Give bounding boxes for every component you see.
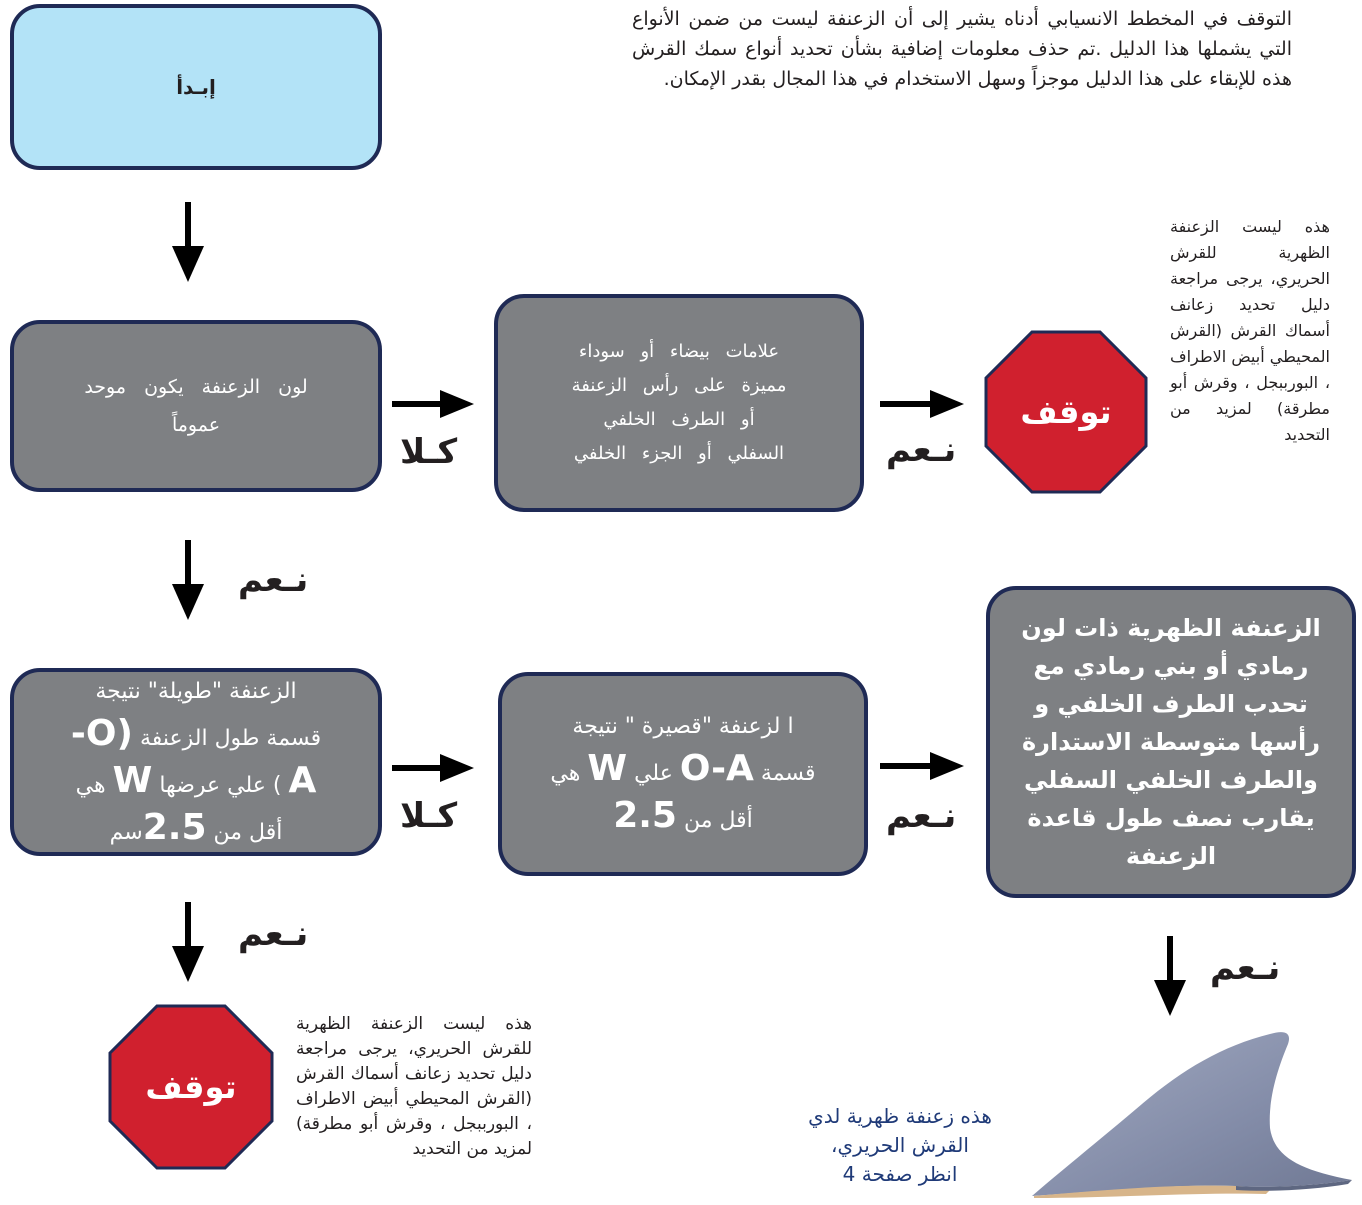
label-yes-1: نـعم <box>886 430 957 470</box>
label-yes-5: نـعم <box>1210 948 1281 988</box>
q4-line2: قسمة O-A علي W هي <box>550 748 816 789</box>
stop-sign-bottom: توقف <box>108 1004 274 1170</box>
fin-caption-line3: انظر صفحة 4 <box>842 1162 958 1186</box>
question-uniform-color-text: لون الزعنفة يكون موحد عموماً <box>84 376 308 436</box>
question-silky-description-text: الزعنفة الظهرية ذات لون رمادي أو بني رما… <box>1021 614 1321 870</box>
arrow-q5-to-fin <box>1154 936 1186 1016</box>
question-uniform-color: لون الزعنفة يكون موحد عموماً <box>10 320 382 492</box>
label-no-1: كـلا <box>400 432 458 472</box>
stop-note-top: هذه ليست الزعنفة الظهرية للقرش الحريري، … <box>1170 217 1330 444</box>
silky-shark-fin-image <box>1032 1032 1352 1198</box>
start-label: إبـدأ <box>176 75 216 99</box>
arrow-start-to-q1 <box>172 202 204 282</box>
fin-caption: هذه زعنفة ظهرية لدي القرش الحريري، انظر … <box>780 1102 1020 1189</box>
question-short-fin: ا لزعنفة "قصيرة " نتيجة قسمة O-A علي W ه… <box>498 672 868 876</box>
question-long-fin: الزعنفة "طويلة" نتيجة قسمة طول الزعنفة (… <box>10 668 382 856</box>
label-yes-4: نـعم <box>238 914 309 954</box>
label-no-2: كـلا <box>400 796 458 836</box>
q4-line1: ا لزعنفة "قصيرة " نتيجة <box>572 714 794 739</box>
fin-caption-line2: القرش الحريري، <box>831 1133 969 1157</box>
q3-line4: أقل من 2.5سم <box>109 806 283 848</box>
arrow-q3-to-stop <box>172 902 204 982</box>
stop-sign-top-label: توقف <box>1020 393 1112 431</box>
stop-sign-top: توقف <box>984 330 1148 494</box>
q4-line3: أقل من 2.5 <box>613 795 753 836</box>
question-silky-description: الزعنفة الظهرية ذات لون رمادي أو بني رما… <box>986 586 1356 898</box>
start-box: إبـدأ <box>10 4 382 170</box>
arrow-q3-to-q4 <box>392 754 474 782</box>
q3-line1: الزعنفة "طويلة" نتيجة <box>95 678 297 704</box>
intro-note: التوقف في المخطط الانسيابي أدناه يشير إل… <box>632 8 1292 90</box>
q3-line3: A ) علي عرضها W هي <box>75 759 317 801</box>
arrow-q2-to-stop <box>880 390 964 418</box>
stop-sign-bottom-label: توقف <box>145 1068 237 1106</box>
question-markings-text: علامات بيضاء أو سوداء مميزة على رأس الزع… <box>571 341 787 464</box>
arrow-q1-to-q3 <box>172 540 204 620</box>
arrow-q4-to-q5 <box>880 752 964 780</box>
label-yes-3: نـعم <box>886 796 957 836</box>
arrow-q1-to-q2 <box>392 390 474 418</box>
stop-octagon-icon <box>108 1004 274 1170</box>
fin-caption-line1: هذه زعنفة ظهرية لدي <box>808 1104 992 1128</box>
question-markings: علامات بيضاء أو سوداء مميزة على رأس الزع… <box>494 294 864 512</box>
q3-line2: قسمة طول الزعنفة (O- <box>70 712 322 754</box>
stop-octagon-icon <box>984 330 1148 494</box>
label-yes-2: نـعم <box>238 560 309 600</box>
stop-note-bottom: هذه ليست الزعنفة الظهرية للقرش الحريري، … <box>296 1014 532 1159</box>
